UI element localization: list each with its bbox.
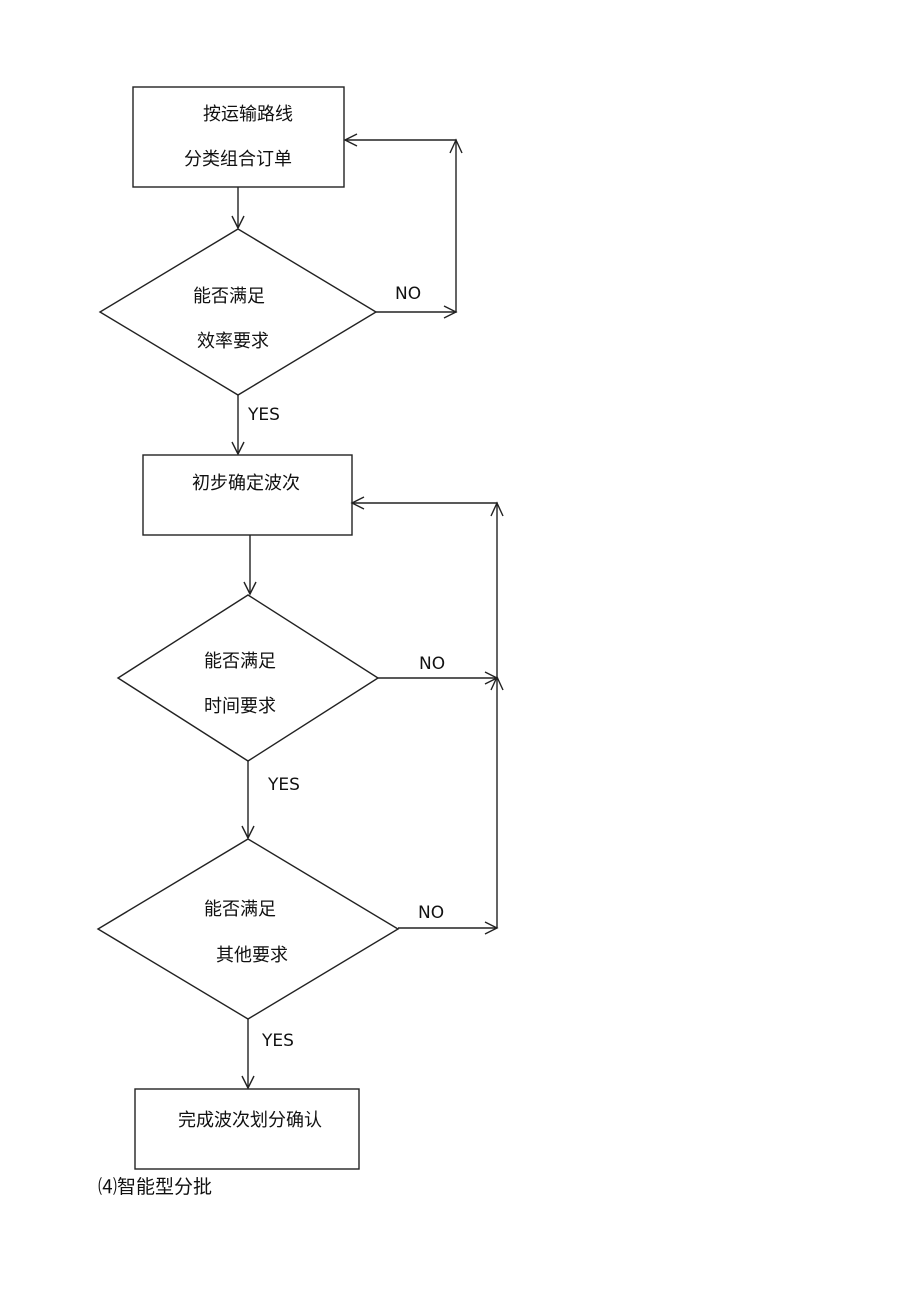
edge-label-time-yes: YES [267,775,300,795]
arrowhead-down [231,441,245,456]
arrowhead-down [241,1075,255,1090]
arrowhead-up [490,675,504,691]
process-box-complete-wave [134,1088,360,1170]
efficiency-line1: 能否满足 [193,286,265,307]
decision-diamond-efficiency [98,228,378,396]
edge-label-efficiency-no: NO [395,284,421,304]
arrowhead-up [490,501,504,517]
edge-label-efficiency-yes: YES [247,405,280,425]
edge-label-time-no: NO [419,654,445,674]
arrowhead-left [343,133,358,147]
arrowhead-down [241,825,255,840]
classify-orders-line2: 分类组合订单 [184,149,292,170]
decision-diamond-other [96,838,400,1020]
arrowhead-right [443,305,458,319]
initial-wave-label: 初步确定波次 [192,473,300,494]
edge-label-other-yes: YES [261,1031,294,1051]
arrowhead-right [484,921,499,935]
classify-orders-line1: 按运输路线 [203,104,293,125]
efficiency-line2: 效率要求 [197,331,269,352]
other-line2: 其他要求 [216,945,288,966]
process-box-initial-wave [142,454,353,536]
connector-efficiency-no-loop [345,139,457,313]
arrowhead-down [243,581,257,596]
decision-diamond-time [116,594,380,762]
arrowhead-down [231,215,245,230]
arrowhead-left [350,496,365,510]
complete-wave-label: 完成波次划分确认 [178,1110,322,1131]
other-line1: 能否满足 [204,899,276,920]
connector-return-rail [352,502,498,928]
time-line2: 时间要求 [204,696,276,717]
arrowhead-up [449,138,463,154]
time-line1: 能否满足 [204,651,276,672]
process-box-classify-orders [132,86,345,188]
edge-label-other-no: NO [418,903,444,923]
section-caption: ⑷智能型分批 [98,1176,213,1198]
